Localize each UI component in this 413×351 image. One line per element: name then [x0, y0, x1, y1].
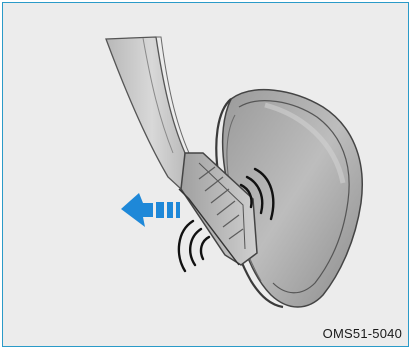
vibration-waves-icon	[179, 221, 209, 271]
figure-frame: OMS51-5040	[2, 2, 409, 347]
left-motion-arrow-icon	[121, 193, 180, 227]
figure-reference-code: OMS51-5040	[323, 327, 402, 340]
pedal-vibration-illustration	[3, 3, 409, 347]
